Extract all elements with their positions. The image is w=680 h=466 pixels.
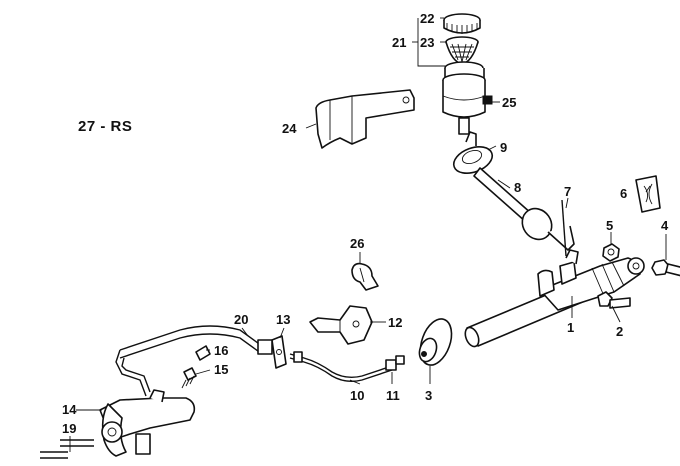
diagram-code-label: 27 - RS bbox=[78, 118, 133, 135]
spring-clip bbox=[635, 175, 661, 213]
callout-11: 11 bbox=[386, 388, 400, 403]
clutch-pipe bbox=[289, 351, 405, 383]
callout-12: 12 bbox=[388, 315, 402, 330]
reservoir-bracket bbox=[315, 89, 415, 149]
callout-8: 8 bbox=[514, 180, 521, 195]
hose-bracket bbox=[271, 335, 287, 369]
callout-6: 6 bbox=[620, 186, 627, 201]
leader-lines bbox=[69, 17, 667, 452]
callout-14: 14 bbox=[62, 402, 77, 417]
callout-25: 25 bbox=[502, 95, 516, 110]
callout-22: 22 bbox=[420, 11, 434, 26]
slave-cylinder bbox=[40, 389, 196, 459]
clutch-hose bbox=[115, 325, 273, 397]
callout-15: 15 bbox=[214, 362, 228, 377]
callout-20: 20 bbox=[234, 312, 248, 327]
callout-9: 9 bbox=[500, 140, 507, 155]
callout-7: 7 bbox=[564, 184, 571, 199]
reservoir-strainer bbox=[445, 36, 479, 65]
callout-21: 21 bbox=[392, 35, 406, 50]
callout-16: 16 bbox=[214, 343, 228, 358]
hex-nut bbox=[602, 243, 620, 262]
callout-4: 4 bbox=[661, 218, 669, 233]
retaining-clip bbox=[351, 262, 379, 291]
master-cylinder bbox=[464, 249, 645, 348]
mounting-bolt bbox=[597, 291, 631, 309]
reservoir-cap bbox=[443, 13, 481, 34]
fluid-reservoir bbox=[442, 61, 493, 135]
callout-2: 2 bbox=[616, 324, 623, 339]
pedal-pushrod-assembly bbox=[452, 131, 575, 257]
callout-23: 23 bbox=[420, 35, 434, 50]
callout-10: 10 bbox=[350, 388, 364, 403]
line-bracket bbox=[309, 305, 373, 345]
callout-3: 3 bbox=[425, 388, 432, 403]
callout-13: 13 bbox=[276, 312, 290, 327]
callout-24: 24 bbox=[282, 121, 297, 136]
bleed-valve bbox=[181, 345, 211, 389]
callout-5: 5 bbox=[606, 218, 613, 233]
hex-bolt bbox=[651, 259, 680, 277]
callout-1: 1 bbox=[567, 320, 574, 335]
callout-19: 19 bbox=[62, 421, 76, 436]
callout-26: 26 bbox=[350, 236, 364, 251]
rubber-boot bbox=[418, 318, 453, 366]
